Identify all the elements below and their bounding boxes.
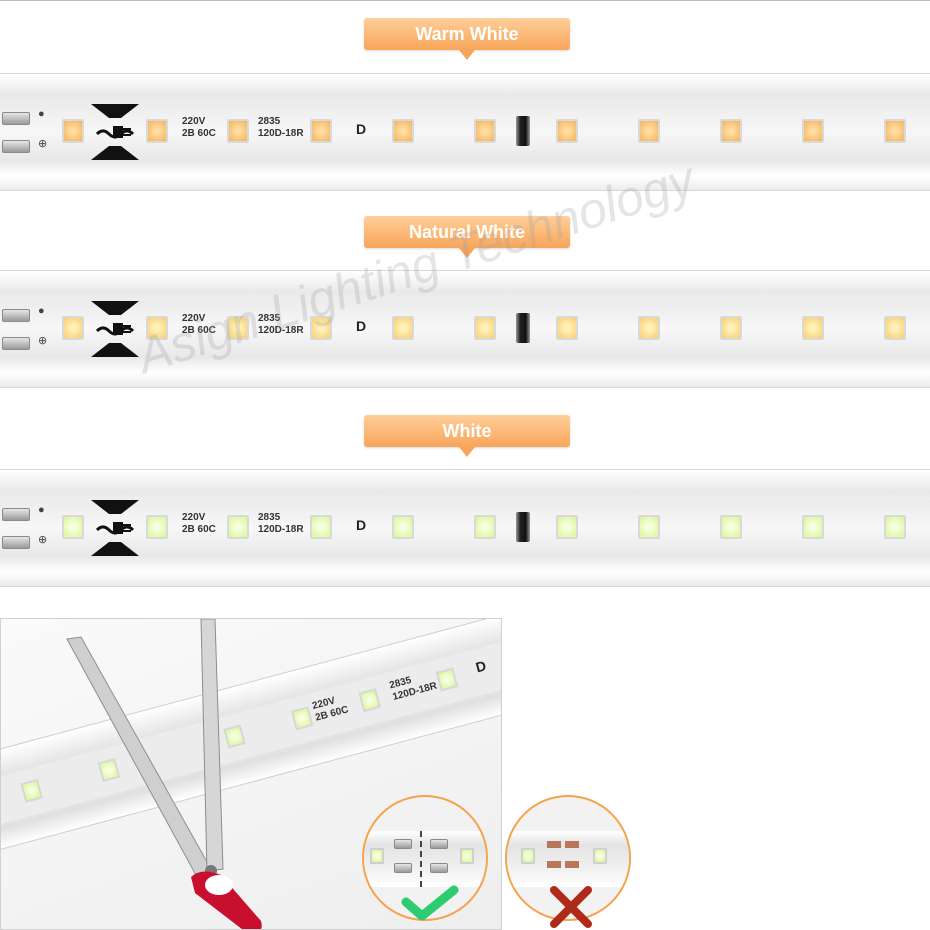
led-chip [884,515,906,539]
pad-dot: ⊕ [38,138,48,150]
led-chip [227,316,249,340]
pad-dot: ● [38,504,45,516]
zoom-strip [364,831,486,887]
led-chip [638,119,660,143]
resistor [516,512,530,542]
copper-pad [565,841,579,848]
led-chip [521,848,535,864]
solder-pad [2,337,30,350]
copper-pad [565,861,579,868]
scissors-icon [66,619,262,929]
pad-dot: ⊕ [38,534,48,546]
led-chip [227,119,249,143]
led-chip [460,848,474,864]
led-chip [884,316,906,340]
resistor [516,313,530,343]
led-chip [802,119,824,143]
pad-dot: ● [38,108,45,120]
solder-pad [394,839,412,849]
led-chip [556,119,578,143]
solder-pad [430,839,448,849]
top-border [0,0,930,1]
pcb-d-mark: D [356,517,367,533]
pad-dot: ⊕ [38,335,48,347]
led-chip [474,515,496,539]
pcb-d-mark: D [356,318,367,334]
resistor [516,116,530,146]
led-chip [593,848,607,864]
cross-icon [550,886,592,928]
solder-pad [2,309,30,322]
led-chip [310,515,332,539]
check-icon [401,885,459,921]
led-chip [62,515,84,539]
led-chip [720,316,742,340]
led-chip [638,515,660,539]
solder-pad [2,140,30,153]
pcb-d-mark: D [356,121,367,137]
led-chip [227,515,249,539]
zoom-strip [507,831,629,887]
plug-icon [91,500,139,556]
plug-icon [91,301,139,357]
led-chip [802,316,824,340]
led-chip [310,316,332,340]
led-chip [146,119,168,143]
pad-dot: ● [38,305,45,317]
led-chip [310,119,332,143]
copper-pad [547,861,561,868]
led-chip [62,316,84,340]
led-chip [146,515,168,539]
solder-pad [430,863,448,873]
cut-line [420,831,422,887]
led-chip [62,119,84,143]
plug-icon [91,104,139,160]
warm-white-label: Warm White [364,18,570,60]
led-chip [720,119,742,143]
solder-pad [394,863,412,873]
white-label: White [364,415,570,457]
led-chip [884,119,906,143]
solder-pad [2,508,30,521]
led-chip [474,316,496,340]
copper-pad [547,841,561,848]
led-chip [392,515,414,539]
led-chip [392,316,414,340]
led-chip [556,316,578,340]
led-chip [146,316,168,340]
led-chip [720,515,742,539]
led-chip [556,515,578,539]
correct-cut-circle [362,795,488,921]
led-chip [370,848,384,864]
led-chip [392,119,414,143]
led-chip [802,515,824,539]
led-chip [474,119,496,143]
solder-pad [2,536,30,549]
natural-white-label: Natural White [364,216,570,258]
led-chip [638,316,660,340]
solder-pad [2,112,30,125]
